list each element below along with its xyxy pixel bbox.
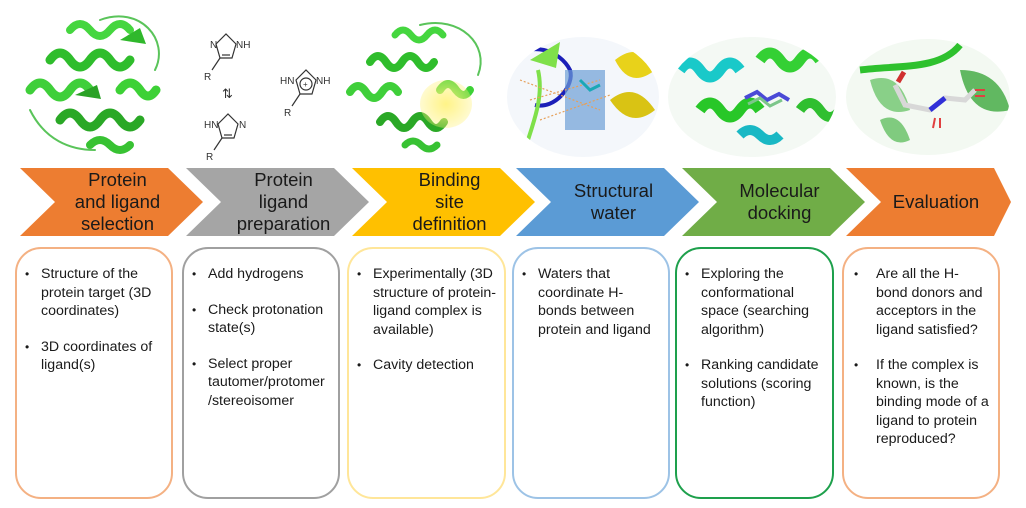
chevron-protein-ligand-selection[interactable] bbox=[20, 168, 203, 236]
step-box-binding-site-definition: Experimentally (3D structure of protein-… bbox=[347, 247, 506, 499]
chevron-binding-site-definition[interactable] bbox=[352, 168, 535, 236]
svg-text:R: R bbox=[284, 108, 291, 119]
protein-binding-site bbox=[346, 22, 482, 153]
illustrations-row: N NH R ⇅ HN N R + HN NH R bbox=[25, 15, 1010, 163]
step-label-1: Protein and ligand selection bbox=[74, 169, 161, 234]
svg-text:R: R bbox=[204, 72, 211, 83]
step-box-protein-ligand-selection: Structure of the protein target (3D coor… bbox=[15, 247, 173, 499]
bullet-item: Are all the H-bond donors and acceptors … bbox=[854, 265, 990, 339]
imidazolium-icon: + HN NH R bbox=[280, 69, 330, 119]
bullet-item: Waters that coordinate H-bonds between p… bbox=[522, 265, 660, 339]
protein-cartoon-1 bbox=[25, 15, 161, 154]
bullet-item: 3D coordinates of ligand(s) bbox=[25, 338, 163, 375]
svg-text:N: N bbox=[239, 120, 246, 131]
workflow-chevrons bbox=[20, 168, 1011, 236]
bullet-item: If the complex is known, is the binding … bbox=[854, 356, 990, 449]
bullet-item: Exploring the conformational space (sear… bbox=[685, 265, 824, 339]
chevron-structural-water[interactable] bbox=[516, 168, 699, 236]
docking-overlay bbox=[668, 37, 836, 157]
svg-text:NH: NH bbox=[236, 40, 250, 51]
chevron-protein-ligand-preparation[interactable] bbox=[186, 168, 369, 236]
bullet-item: Structure of the protein target (3D coor… bbox=[25, 265, 163, 321]
step-label-4: Structural water bbox=[573, 180, 654, 223]
step-box-structural-water: Waters that coordinate H-bonds between p… bbox=[512, 247, 670, 499]
bullet-item: Ranking candidate solutions (scoring fun… bbox=[685, 356, 824, 412]
step-label-2: Protein ligand preparation bbox=[236, 169, 331, 234]
svg-text:HN: HN bbox=[280, 76, 294, 87]
structural-water-view bbox=[507, 37, 659, 157]
step-box-protein-ligand-preparation: Add hydrogens Check protonation state(s)… bbox=[182, 247, 340, 499]
bullet-item: Experimentally (3D structure of protein-… bbox=[357, 265, 496, 339]
bullet-item: Select proper tautomer/protomer /stereoi… bbox=[192, 355, 330, 411]
step-box-evaluation: Are all the H-bond donors and acceptors … bbox=[842, 247, 1000, 499]
bullet-item: Cavity detection bbox=[357, 356, 496, 375]
svg-text:⇅: ⇅ bbox=[222, 86, 233, 101]
evaluation-view bbox=[846, 39, 1010, 155]
bullet-item: Add hydrogens bbox=[192, 265, 330, 284]
bullet-item: Check protonation state(s) bbox=[192, 301, 330, 338]
step-label-3: Binding site definition bbox=[412, 169, 487, 234]
svg-text:HN: HN bbox=[204, 120, 218, 131]
step-box-molecular-docking: Exploring the conformational space (sear… bbox=[675, 247, 834, 499]
step-label-6: Evaluation bbox=[892, 191, 980, 212]
svg-text:R: R bbox=[206, 152, 213, 163]
chevron-molecular-docking[interactable] bbox=[682, 168, 865, 236]
svg-text:N: N bbox=[210, 40, 217, 51]
step-label-5: Molecular docking bbox=[739, 180, 820, 223]
imidazole-tautomers: N NH R ⇅ HN N R bbox=[204, 33, 250, 163]
svg-text:+: + bbox=[303, 80, 308, 89]
svg-text:NH: NH bbox=[316, 76, 330, 87]
chevron-evaluation[interactable] bbox=[846, 168, 1011, 236]
